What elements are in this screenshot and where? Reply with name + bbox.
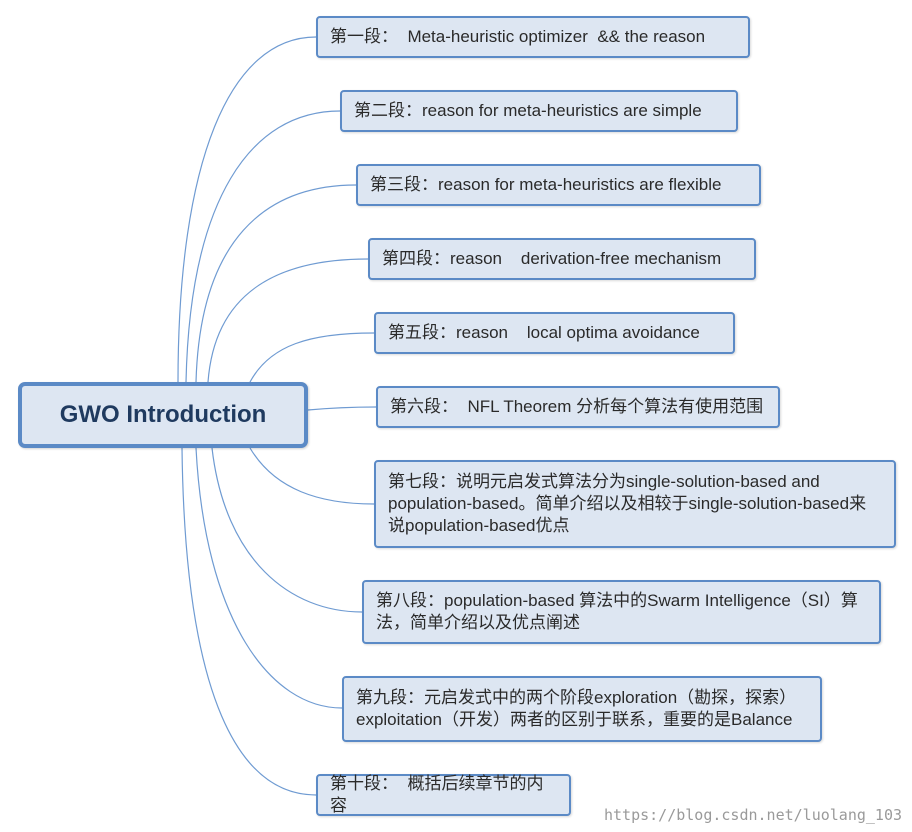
branch-node-4[interactable]: 第四段：reason derivation-free mechanism (368, 238, 756, 280)
connector-10 (181, 447, 317, 796)
connector-2 (185, 110, 341, 383)
branch-label-9: 第九段：元启发式中的两个阶段exploration（勘探，探索）exploita… (356, 688, 797, 729)
branch-node-10[interactable]: 第十段： 概括后续章节的内容 (316, 774, 571, 816)
branch-node-8[interactable]: 第八段：population-based 算法中的Swarm Intellige… (362, 580, 881, 644)
branch-label-6: 第六段： NFL Theorem 分析每个算法有使用范围 (390, 397, 764, 416)
connector-7 (249, 447, 375, 505)
connector-3 (195, 184, 357, 383)
connector-4 (207, 258, 369, 383)
branch-node-5[interactable]: 第五段：reason local optima avoidance (374, 312, 735, 354)
branch-node-6[interactable]: 第六段： NFL Theorem 分析每个算法有使用范围 (376, 386, 780, 428)
branch-node-9[interactable]: 第九段：元启发式中的两个阶段exploration（勘探，探索）exploita… (342, 676, 822, 742)
branch-label-4: 第四段：reason derivation-free mechanism (382, 249, 722, 268)
connector-8 (211, 447, 363, 613)
branch-label-3: 第三段：reason for meta-heuristics are flexi… (370, 175, 722, 194)
branch-label-8: 第八段：population-based 算法中的Swarm Intellige… (376, 591, 858, 632)
branch-node-3[interactable]: 第三段：reason for meta-heuristics are flexi… (356, 164, 761, 206)
central-topic[interactable]: GWO Introduction (18, 382, 308, 448)
connector-1 (177, 36, 317, 383)
connector-5 (249, 332, 375, 383)
branch-node-7[interactable]: 第七段：说明元启发式算法分为single-solution-based and … (374, 460, 896, 548)
branch-node-1[interactable]: 第一段： Meta-heuristic optimizer && the rea… (316, 16, 750, 58)
branch-label-1: 第一段： Meta-heuristic optimizer && the rea… (330, 27, 706, 46)
connector-6 (307, 406, 377, 411)
connector-9 (195, 447, 343, 709)
central-topic-label: GWO Introduction (59, 401, 267, 428)
watermark-url: https://blog.csdn.net/luolang_103 (603, 806, 902, 824)
branch-label-10: 第十段： 概括后续章节的内容 (330, 774, 544, 815)
branch-node-2[interactable]: 第二段：reason for meta-heuristics are simpl… (340, 90, 738, 132)
branch-label-2: 第二段：reason for meta-heuristics are simpl… (354, 101, 702, 120)
branch-label-7: 第七段：说明元启发式算法分为single-solution-based and … (388, 472, 867, 535)
branch-label-5: 第五段：reason local optima avoidance (388, 323, 700, 342)
